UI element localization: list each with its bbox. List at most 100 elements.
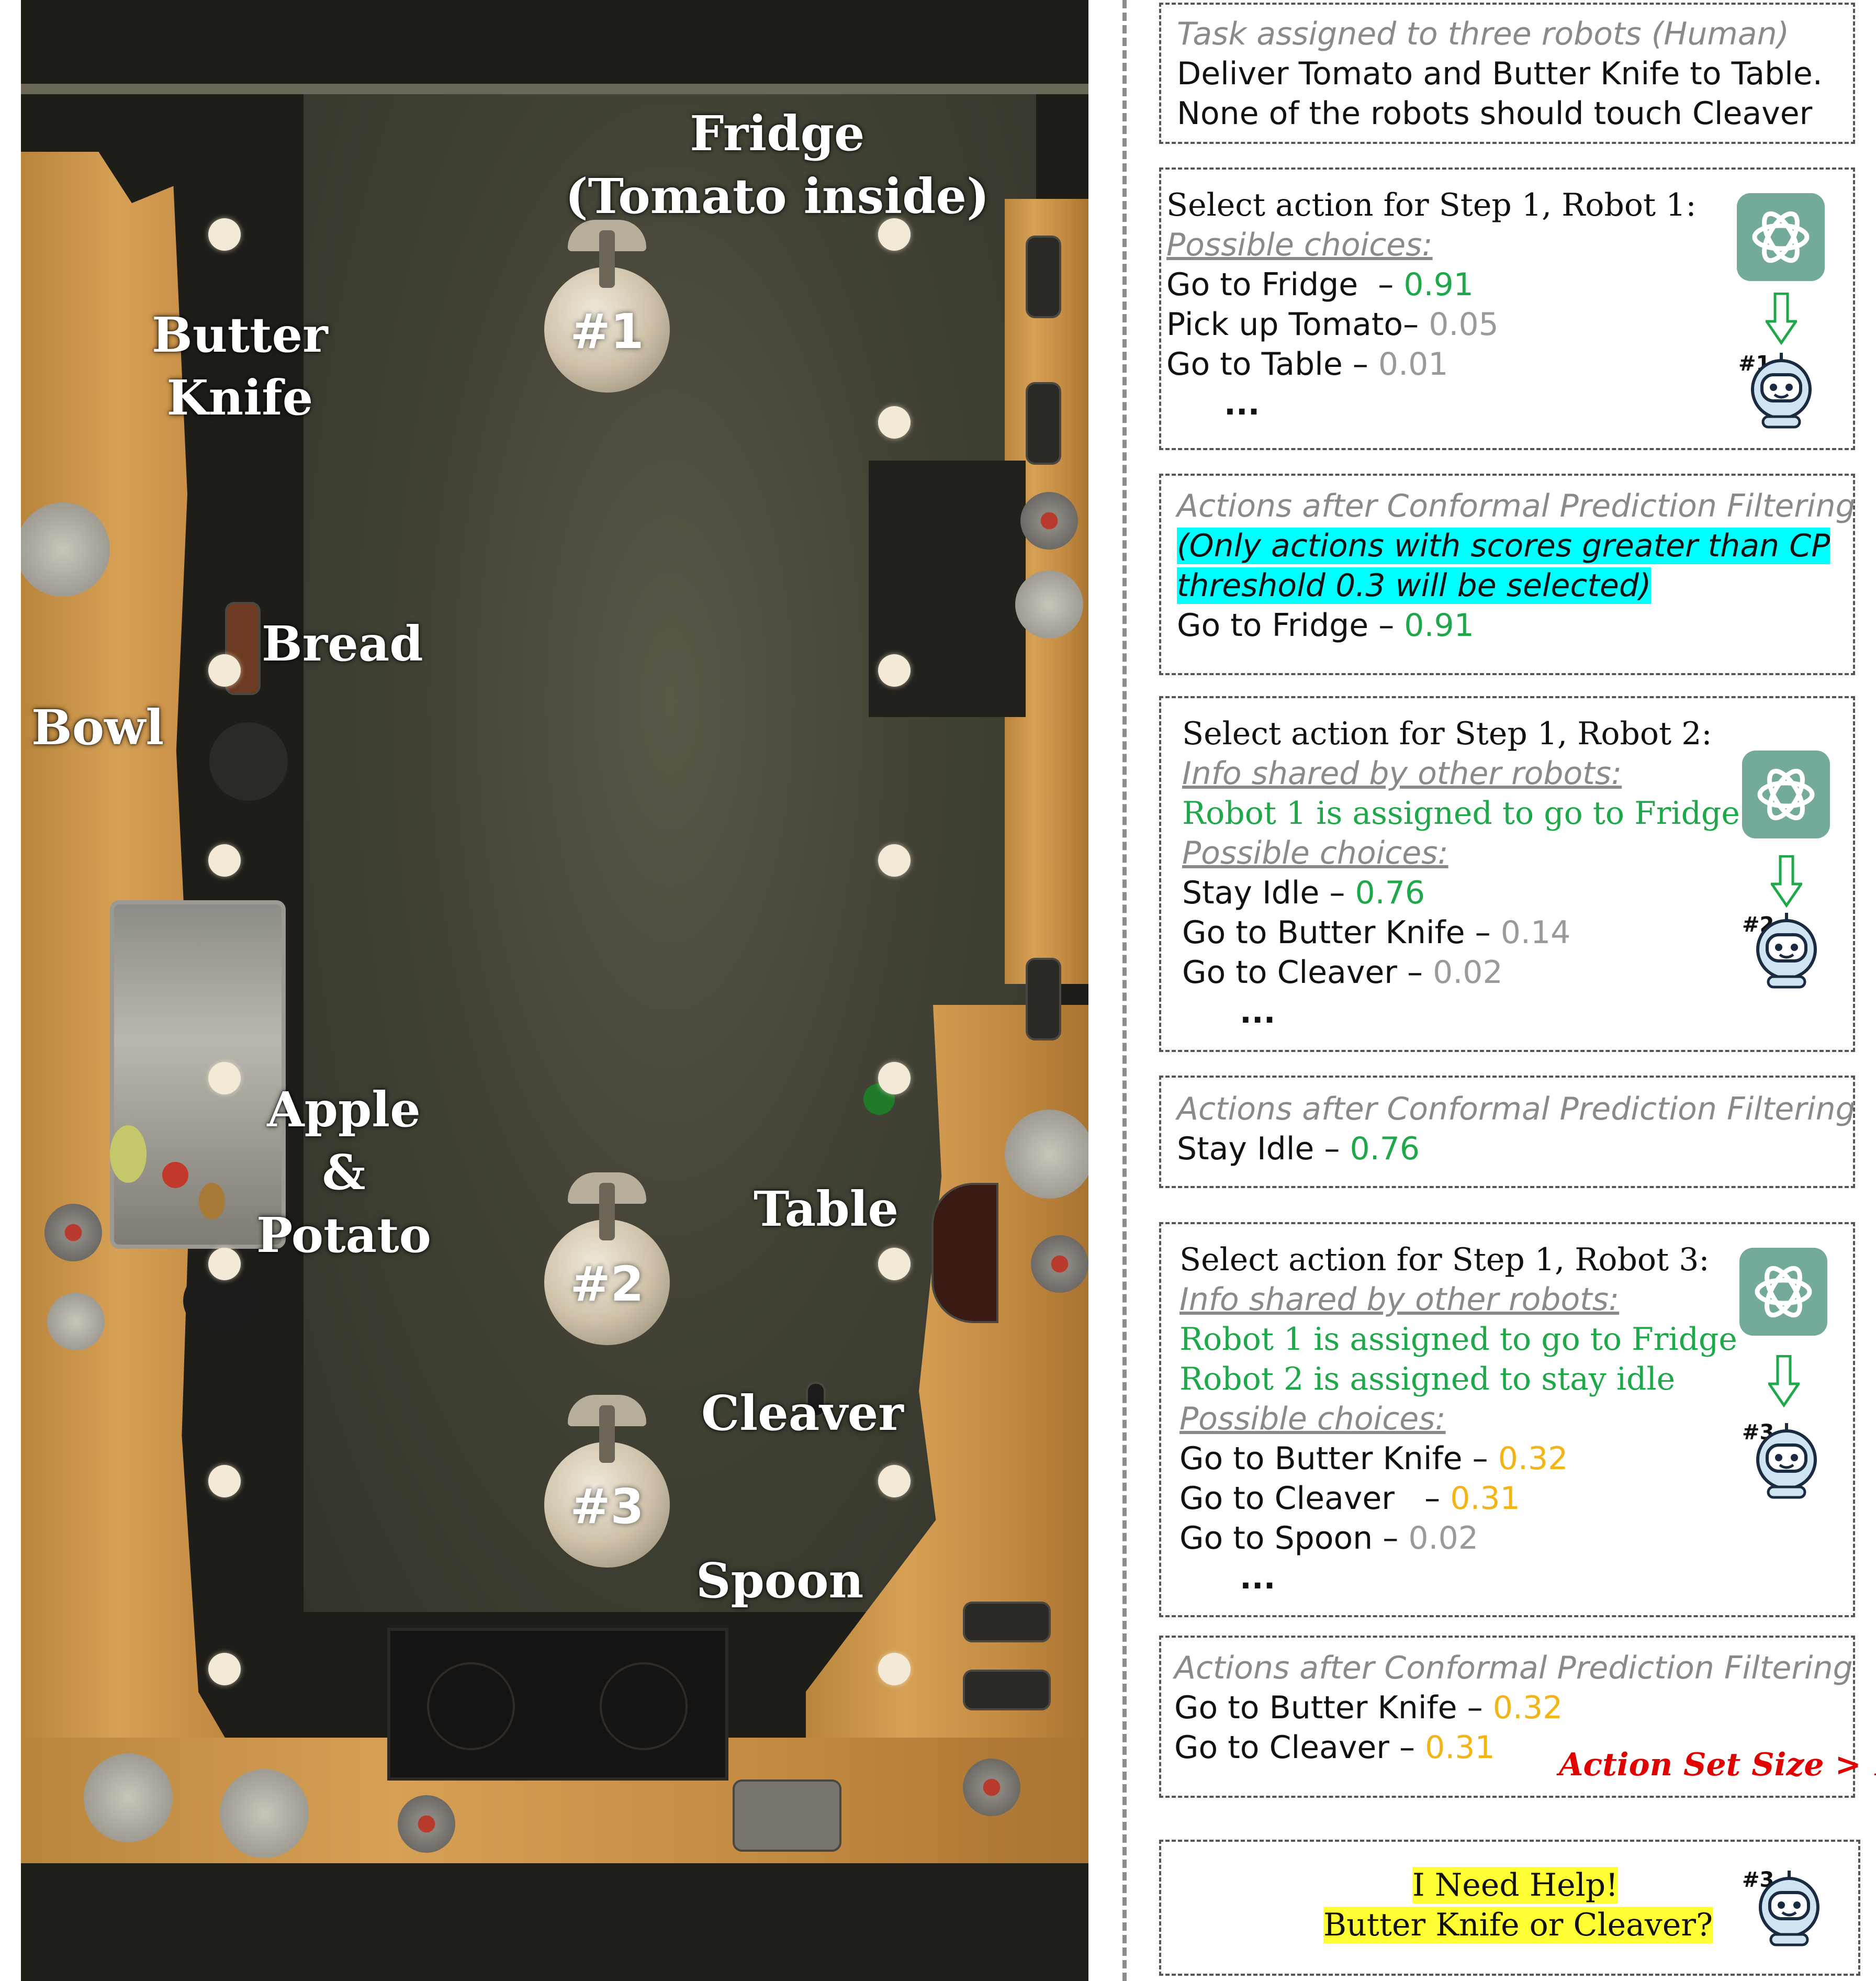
- robot-icon: [1756, 913, 1817, 989]
- sink: [110, 900, 286, 1249]
- choice-label: Pick up Tomato–: [1166, 306, 1429, 343]
- choice-score: 0.02: [1408, 1520, 1478, 1557]
- waypoint-dot: [878, 1248, 911, 1280]
- robot-1-step-panel: Select action for Step 1, Robot 1: Possi…: [1159, 167, 1855, 450]
- chatgpt-icon: [1737, 193, 1825, 281]
- plate-object: [1005, 1110, 1088, 1199]
- chatgpt-icon: [1755, 1266, 1812, 1318]
- filter-header: Actions after Conformal Prediction Filte…: [1177, 1091, 1856, 1127]
- table-label: Table: [754, 1181, 899, 1237]
- kitchen-floor: [304, 94, 1036, 1612]
- robot-2: #2: [544, 1172, 670, 1345]
- choice-score: 0.02: [1433, 954, 1503, 991]
- action-set-warning: Action Set Size > 1: [1559, 1747, 1876, 1783]
- choice-label: Go to Cleaver –: [1179, 1480, 1451, 1517]
- back-wall: [21, 84, 1088, 94]
- ellipsis: ...: [1240, 1560, 1276, 1596]
- spoon-label: Spoon: [696, 1552, 864, 1609]
- cp-note-1: (Only actions with scores greater than C…: [1177, 526, 1830, 566]
- chatgpt-icon: [1752, 211, 1810, 263]
- waypoint-dot: [208, 1248, 241, 1280]
- burner-icon: [600, 1662, 688, 1750]
- tray-object: [1026, 236, 1061, 318]
- tray-object: [963, 1602, 1051, 1642]
- choice-3: Go to Spoon – 0.02: [1179, 1518, 1478, 1558]
- tray-object: [963, 1670, 1051, 1710]
- waypoint-dot: [878, 1653, 911, 1685]
- choice-3: Go to Table – 0.01: [1166, 344, 1448, 384]
- choice-score: 0.14: [1500, 914, 1571, 951]
- action-score: 0.31: [1425, 1729, 1495, 1766]
- help-line-2: Butter Knife or Cleaver?: [1323, 1905, 1713, 1945]
- filter-header: Actions after Conformal Prediction Filte…: [1177, 488, 1856, 524]
- pan-object: [1020, 492, 1078, 550]
- choice-label: Stay Idle –: [1182, 875, 1355, 911]
- table-object: [931, 1183, 998, 1323]
- waypoint-dot: [878, 1062, 911, 1094]
- choice-label: Go to Butter Knife –: [1182, 914, 1501, 951]
- pan-object: [398, 1795, 455, 1853]
- choice-score: 0.76: [1355, 875, 1425, 911]
- robot-arm: [599, 230, 615, 288]
- action-label: Stay Idle –: [1177, 1131, 1350, 1167]
- waypoint-dot: [208, 844, 241, 877]
- waypoint-dot: [208, 1465, 241, 1497]
- cp-highlight: (Only actions with scores greater than C…: [1177, 528, 1830, 564]
- possible-choices-label: Possible choices:: [1182, 835, 1448, 871]
- burner-icon: [427, 1662, 515, 1750]
- robot-2-step-panel: Select action for Step 1, Robot 2: Info …: [1159, 696, 1855, 1052]
- robot-icon: [1751, 353, 1812, 429]
- robot-3-label: #3: [570, 1479, 644, 1535]
- task-line-2: None of the robots should touch Cleaver: [1177, 95, 1813, 132]
- filtered-action: Stay Idle – 0.76: [1177, 1129, 1420, 1169]
- choice-label: Go to Table –: [1166, 346, 1378, 383]
- robot-3-step-panel: Select action for Step 1, Robot 3: Info …: [1159, 1222, 1855, 1617]
- waypoint-dot: [208, 1653, 241, 1685]
- choice-score: 0.05: [1429, 306, 1499, 343]
- step-title: Select action for Step 1, Robot 1:: [1166, 187, 1697, 223]
- plate-object: [47, 1293, 105, 1350]
- action-label: Go to Butter Knife –: [1174, 1689, 1493, 1726]
- kitchen-scene: #1 #2 #3 Fridge (Tomato inside) Butter K…: [21, 0, 1088, 1981]
- filter-header: Actions after Conformal Prediction Filte…: [1174, 1650, 1853, 1686]
- tray-object: [1026, 958, 1061, 1040]
- step-title: Select action for Step 1, Robot 3:: [1179, 1241, 1710, 1278]
- ellipsis: ...: [1224, 386, 1260, 422]
- potato-object: [199, 1183, 225, 1219]
- filter-1-panel: Actions after Conformal Prediction Filte…: [1159, 474, 1856, 675]
- waypoint-dot: [208, 218, 241, 251]
- pan-object: [44, 1204, 102, 1261]
- choice-1: Go to Fridge – 0.91: [1166, 265, 1474, 305]
- task-header: Task assigned to three robots (Human): [1177, 16, 1789, 52]
- robot-1-label: #1: [570, 304, 644, 360]
- pan-object: [963, 1759, 1020, 1816]
- robot-2-label: #2: [570, 1256, 644, 1312]
- choice-label: Go to Butter Knife –: [1179, 1440, 1498, 1477]
- robot-1: #1: [544, 220, 670, 393]
- robot-3: #3: [544, 1395, 670, 1568]
- choice-label: Go to Fridge –: [1166, 266, 1404, 303]
- waypoint-dot: [878, 654, 911, 687]
- choice-score: 0.32: [1498, 1440, 1568, 1477]
- info-shared-label: Info shared by other robots:: [1182, 755, 1622, 792]
- chatgpt-icon: [1757, 768, 1815, 821]
- cleaver-label: Cleaver: [701, 1385, 904, 1441]
- divider: [1122, 0, 1127, 1981]
- pan-object: [1031, 1235, 1088, 1293]
- shared-info-line: Robot 1 is assigned to go to Fridge: [1182, 795, 1740, 832]
- cleaver-object: [806, 1382, 826, 1417]
- choice-2: Pick up Tomato– 0.05: [1166, 305, 1499, 344]
- apple-object: [162, 1162, 188, 1188]
- possible-choices-label: Possible choices:: [1166, 227, 1433, 263]
- down-arrow-icon: [1768, 1355, 1800, 1407]
- ellipsis: ...: [1240, 994, 1276, 1031]
- shared-info-line: Robot 1 is assigned to go to Fridge: [1179, 1321, 1737, 1358]
- waypoint-dot: [878, 1465, 911, 1497]
- apple-potato-label: Apple & Potato: [256, 1081, 432, 1263]
- tray-object: [733, 1779, 841, 1852]
- help-highlight: Butter Knife or Cleaver?: [1323, 1907, 1713, 1943]
- task-panel: Task assigned to three robots (Human) De…: [1159, 3, 1855, 144]
- action-score: 0.32: [1492, 1689, 1563, 1726]
- chatgpt-icon: [1739, 1248, 1827, 1336]
- action-score: 0.76: [1350, 1131, 1420, 1167]
